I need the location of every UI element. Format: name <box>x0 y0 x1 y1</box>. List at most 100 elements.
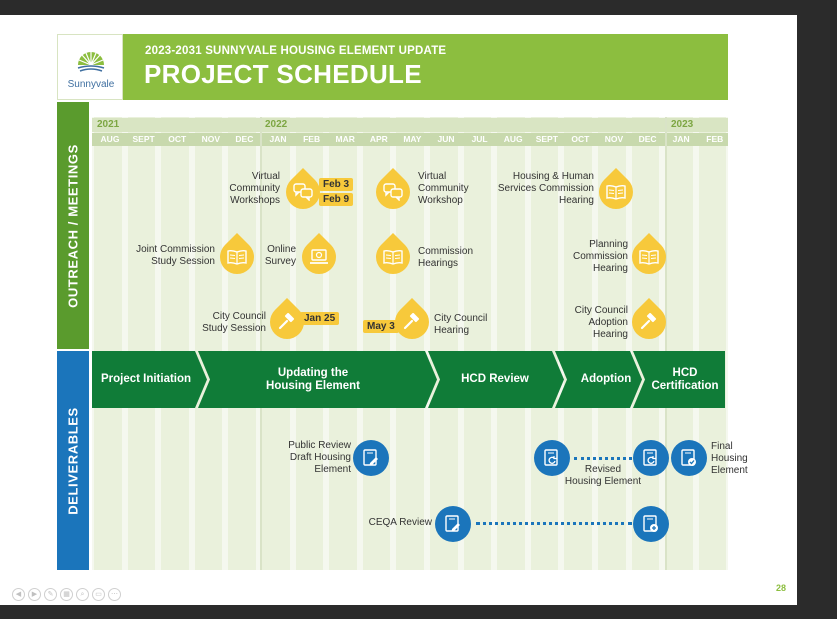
outreach-section-label: OUTREACH / MEETINGS <box>57 102 89 349</box>
gavel-icon <box>632 305 666 339</box>
meeting-label-commission-hearings: Commission Hearings <box>418 246 474 269</box>
header-subtitle: 2023-2031 SUNNYVALE HOUSING ELEMENT UPDA… <box>145 45 447 57</box>
deliverable-label-public-review: Public Review Draft Housing Element <box>288 440 351 475</box>
date-tag-jan-25: Jan 25 <box>300 312 340 325</box>
book-icon <box>632 240 666 274</box>
document-refresh-icon <box>633 440 669 476</box>
speech-bubbles-icon <box>376 175 410 209</box>
next-slide-button[interactable]: ▶ <box>28 588 41 601</box>
sun-logo-icon <box>77 52 105 72</box>
phase-label-hcd-review: HCD Review <box>461 373 529 385</box>
book-icon <box>220 240 254 274</box>
year-separator <box>260 117 262 570</box>
month-label: AUG <box>503 134 523 144</box>
month-label: FEB <box>706 134 724 144</box>
meeting-label-council-study: City Council Study Session <box>202 311 266 334</box>
deliverable-label-ceqa: CEQA Review <box>368 517 432 528</box>
phase-label-adoption: Adoption <box>580 373 632 385</box>
month-label: SEPT <box>535 134 558 144</box>
month-label: JAN <box>269 134 287 144</box>
subtitles-icon[interactable]: ▭ <box>92 588 105 601</box>
month-label: JUN <box>437 134 455 144</box>
previous-slide-button[interactable]: ◀ <box>12 588 25 601</box>
month-column <box>698 117 727 570</box>
slides-icon[interactable]: ▦ <box>60 588 73 601</box>
month-row <box>92 133 728 146</box>
year-label-2023: 2023 <box>671 119 694 130</box>
deliverables-section-label: DELIVERABLES <box>57 351 89 570</box>
month-label: OCT <box>571 134 590 144</box>
month-column <box>194 117 223 570</box>
meeting-label-virtual-workshop: Virtual Community Workshop <box>418 171 469 206</box>
month-column <box>127 117 156 570</box>
month-column <box>665 117 693 570</box>
phase-arrow-updating <box>198 351 437 408</box>
month-column <box>564 117 592 570</box>
phase-arrow-project-initiation <box>92 351 207 408</box>
phase-arrow-hcd-review <box>428 351 564 408</box>
month-column <box>631 117 660 570</box>
month-label: SEPT <box>132 134 155 144</box>
speech-bubbles-icon <box>286 175 320 209</box>
dotted-connector <box>574 457 632 460</box>
page-title: PROJECT SCHEDULE <box>144 59 422 89</box>
document-check-icon <box>671 440 707 476</box>
phase-label-project-initiation: Project Initiation <box>100 373 192 385</box>
month-column <box>463 117 492 570</box>
date-tag-feb-3: Feb 3 <box>319 178 354 191</box>
month-column <box>430 117 458 570</box>
document-edit-icon <box>435 506 471 542</box>
deliverable-label-revised: Revised Housing Element <box>564 464 642 487</box>
month-column <box>497 117 525 570</box>
year-row <box>92 118 728 132</box>
month-column <box>161 117 189 570</box>
month-column <box>228 117 256 570</box>
month-label: FEB <box>303 134 321 144</box>
meeting-label-planning-commission: Planning Commission Hearing <box>572 239 628 274</box>
meeting-label-online-survey: Online Survey <box>264 244 296 267</box>
meeting-label-council-adoption: City Council Adoption Hearing <box>574 305 628 340</box>
book-icon <box>599 175 633 209</box>
meeting-label-council-hearing: City Council Hearing <box>434 313 488 336</box>
book-icon <box>376 240 410 274</box>
date-tag-may-3: May 3 <box>363 320 399 333</box>
meeting-label-virtual-workshops: Virtual Community Workshops <box>229 171 280 206</box>
month-label: MAR <box>335 134 355 144</box>
month-label: MAY <box>403 134 422 144</box>
deliverable-label-final: Final Housing Element <box>711 441 748 476</box>
phase-arrow-hcd-certification <box>633 351 725 408</box>
document-edit-icon <box>353 440 389 476</box>
month-label: NOV <box>201 134 220 144</box>
pen-icon[interactable]: ✎ <box>44 588 57 601</box>
month-label: JUL <box>471 134 488 144</box>
meeting-label-joint-commission: Joint Commission Study Session <box>136 244 215 267</box>
month-column <box>329 117 357 570</box>
phase-label-hcd-certification: HCD Certification <box>651 367 719 392</box>
document-add-icon <box>633 506 669 542</box>
gavel-icon <box>270 305 304 339</box>
month-label: AUG <box>100 134 120 144</box>
zoom-icon[interactable]: ⌕ <box>76 588 89 601</box>
phase-label-updating: Updating the Housing Element <box>266 367 360 392</box>
month-label: JAN <box>672 134 690 144</box>
laptop-icon <box>302 240 336 274</box>
month-label: DEC <box>235 134 254 144</box>
page-number: 28 <box>776 583 787 593</box>
outreach-label-text: OUTREACH / MEETINGS <box>65 143 81 308</box>
month-column <box>530 117 559 570</box>
gavel-icon <box>395 305 429 339</box>
year-label-2022: 2022 <box>265 119 288 130</box>
month-label: NOV <box>604 134 624 144</box>
month-label: DEC <box>638 134 657 144</box>
logo-text: Sunnyvale <box>67 79 115 90</box>
slide-toolbar: ◀ ▶ ✎ ▦ ⌕ ▭ ⋯ <box>12 588 121 601</box>
date-tag-feb-9: Feb 9 <box>319 193 354 206</box>
year-label-2021: 2021 <box>97 119 120 130</box>
month-label: APR <box>369 134 388 144</box>
phase-band <box>92 351 725 408</box>
year-separator <box>665 117 667 570</box>
document-refresh-icon <box>534 440 570 476</box>
phase-arrow-adoption <box>555 351 642 408</box>
more-options-icon[interactable]: ⋯ <box>108 588 121 601</box>
meeting-label-housing-commission: Housing & Human Services Commission Hear… <box>497 171 594 206</box>
